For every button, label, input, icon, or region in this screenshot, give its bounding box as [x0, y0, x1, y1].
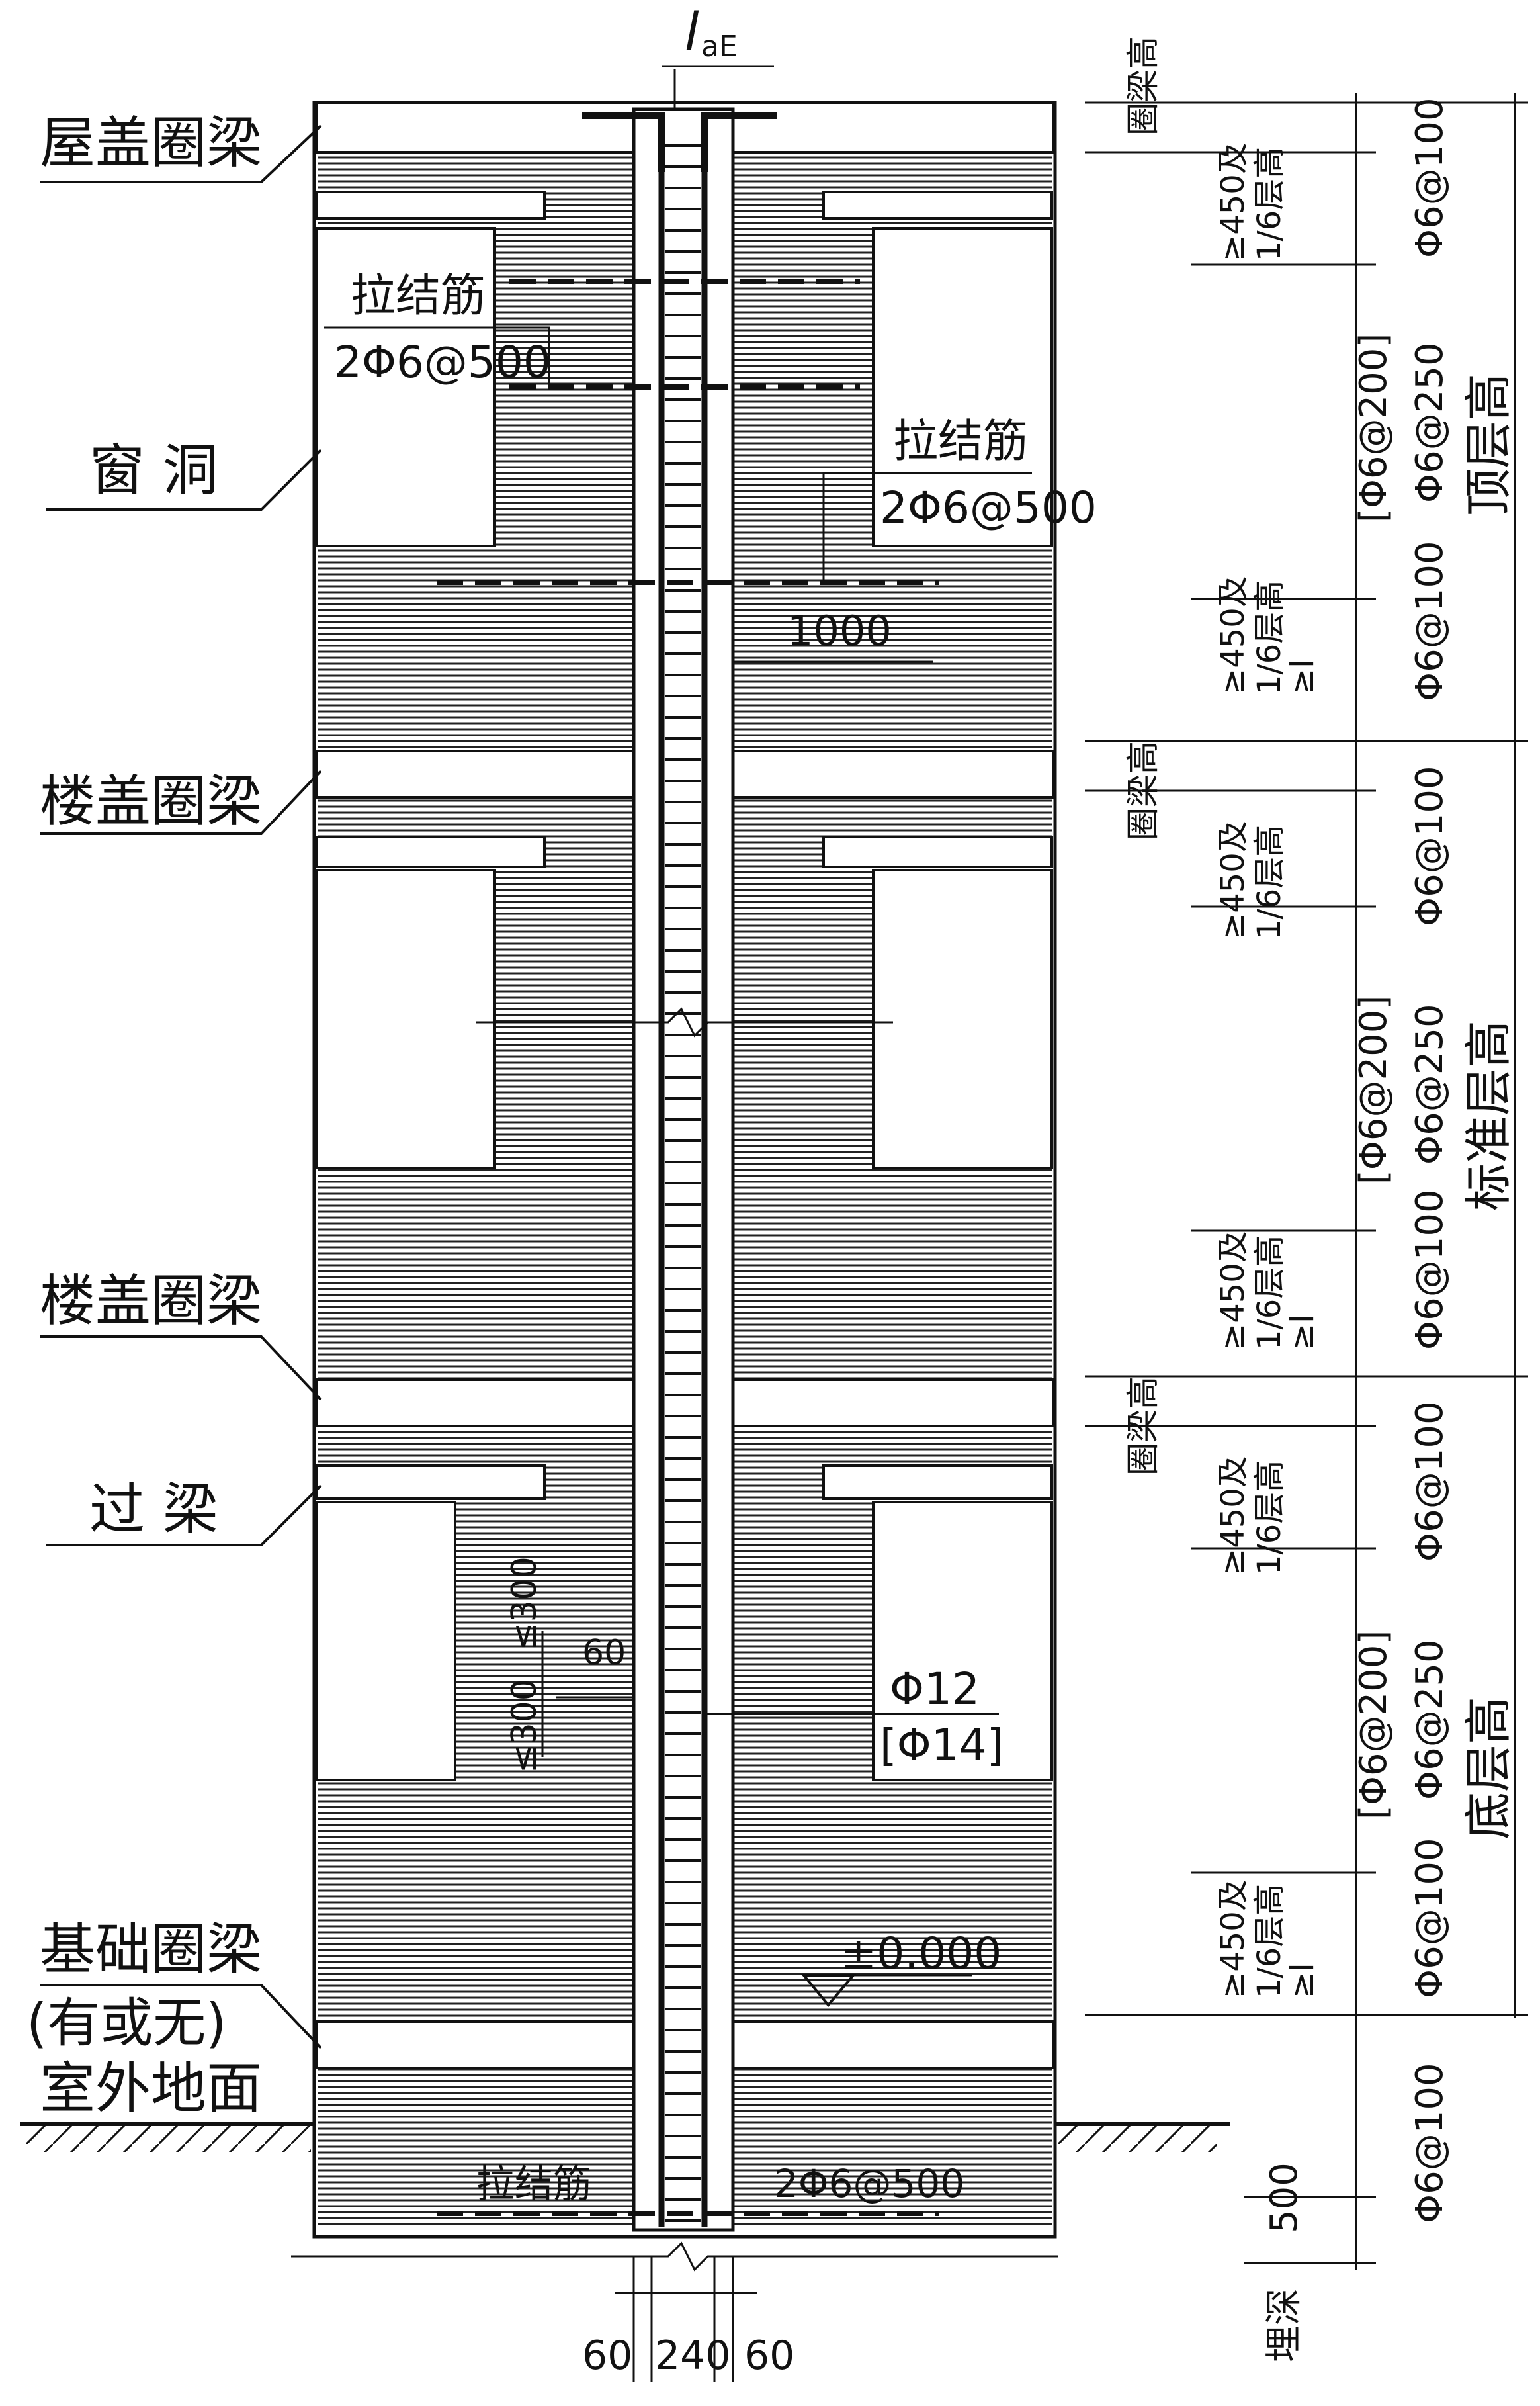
anchorage-symbol: l — [685, 3, 699, 62]
dim-300-text-a: ≤300 — [505, 1556, 544, 1651]
foundation-ring-beam-leader — [40, 1984, 322, 2049]
stirrup-dense-6: Φ6@100 — [1408, 1838, 1451, 1998]
densify-sixth-mid-b: 1/6层高 — [1251, 1235, 1288, 1350]
stirrup-dense-7: Φ6@100 — [1408, 2063, 1451, 2223]
lintel-mid-left — [315, 836, 546, 868]
floor-ring-beam-label-2: 楼盖圈梁 — [40, 1269, 262, 1333]
dim-60-right: 60 — [744, 2333, 794, 2379]
constructional-column — [632, 107, 735, 2232]
stirrup-normal-alt-1: [Φ6@200] — [1352, 334, 1395, 523]
densify-lie-bottom: ≥l — [1284, 1963, 1321, 1998]
stirrup-dense-3: Φ6@100 — [1408, 766, 1451, 926]
lintel-bottom-left — [315, 1464, 546, 1500]
window-opening-bottom-left — [315, 1501, 456, 1781]
ground-hatch-right — [1058, 2125, 1217, 2152]
right-dimension-column: 圈梁高 ≥450及 1/6层高 Φ6@100 Φ6@250 [Φ6@200] 顶… — [1085, 36, 1528, 2362]
densify-lie-mid: ≥l — [1284, 1314, 1321, 1350]
roof-ring-beam-leader — [40, 124, 322, 183]
tie-bar-spec-left: 2Φ6@500 — [334, 337, 551, 388]
tie-bar-leader-right — [822, 472, 830, 582]
window-opening-bottom-right — [872, 1501, 1053, 1781]
lintel-top-left — [315, 191, 546, 220]
wall-body — [291, 101, 1058, 2272]
densify-sixth-bottom: 1/6层高 — [1251, 1460, 1288, 1575]
lintel-top-right — [822, 191, 1053, 220]
ring-beam-height-top: 圈梁高 — [1124, 36, 1162, 136]
window-opening-leader — [46, 449, 322, 511]
dim-500: 500 — [1263, 2162, 1306, 2233]
densify-sixth-bottom-b: 1/6层高 — [1251, 1884, 1288, 1998]
stirrup-normal-3: Φ6@250 — [1408, 1639, 1451, 1800]
lintel-label: 过 梁 — [89, 1477, 218, 1542]
break-line-bottom — [291, 2241, 1058, 2272]
roof-ring-beam-label: 屋盖圈梁 — [40, 111, 262, 175]
break-line-mid — [476, 1007, 893, 1038]
dim-60-text: 60 — [582, 1633, 626, 1673]
anchor-hook-left — [582, 112, 665, 172]
densify-450-mid: ≥450及 — [1215, 821, 1252, 940]
burial-depth: 埋深 — [1263, 2288, 1306, 2362]
window-opening-label: 窗 洞 — [89, 438, 218, 503]
dim-60-left: 60 — [582, 2333, 632, 2379]
tie-bar-label-right: 拉结筋 — [893, 416, 1028, 468]
storey-top: 顶层高 — [1461, 373, 1516, 516]
window-opening-top-left — [315, 227, 496, 547]
stirrup-set — [665, 144, 701, 2222]
densify-450-bottom: ≥450及 — [1215, 1456, 1252, 1575]
anchorage-subscript: aE — [701, 30, 738, 64]
lintel-bottom-right — [822, 1464, 1053, 1500]
window-opening-mid-right — [872, 869, 1053, 1169]
floor-ring-beam-label-1: 楼盖圈梁 — [40, 769, 262, 834]
densify-sixth-mid: 1/6层高 — [1251, 825, 1288, 940]
ring-beam-height-mid: 圈梁高 — [1124, 741, 1162, 840]
densify-450-mid-b: ≥450及 — [1215, 1231, 1252, 1350]
tie-bar-label-bottom: 拉结筋 — [476, 2161, 591, 2206]
stirrup-normal-1: Φ6@250 — [1408, 342, 1451, 503]
stirrup-dense-5: Φ6@100 — [1408, 1401, 1451, 1562]
main-rebar-alt: [Φ14] — [880, 1720, 1004, 1771]
densify-450-bottom-b: ≥450及 — [1215, 1879, 1252, 1998]
floor-ring-beam-leader-2 — [40, 1335, 322, 1401]
tie-bar-spec-right: 2Φ6@500 — [880, 482, 1097, 533]
anchor-hook-right — [701, 112, 777, 172]
main-rebar-label: Φ12 — [890, 1664, 980, 1715]
lintel-leader — [46, 1484, 322, 1546]
ground-hatch-left — [26, 2125, 311, 2152]
level-text: ±0.000 — [840, 1928, 1002, 1979]
dim-1000-text: 1000 — [787, 607, 892, 655]
foundation-note: (有或无) — [26, 1992, 226, 2054]
stirrup-normal-alt-2: [Φ6@200] — [1352, 995, 1395, 1184]
floor-ring-beam-leader-1 — [40, 770, 322, 835]
stirrup-dense-4: Φ6@100 — [1408, 1189, 1451, 1350]
densify-lie-top: ≥l — [1284, 659, 1321, 695]
storey-standard: 标准层高 — [1461, 1020, 1516, 1211]
tie-bar-leader-left — [509, 326, 550, 387]
dim-300-text-b: ≤300 — [505, 1679, 544, 1773]
stirrup-normal-2: Φ6@250 — [1408, 1004, 1451, 1165]
densify-sixth-top-b: 1/6层高 — [1251, 580, 1288, 695]
lintel-mid-right — [822, 836, 1053, 868]
left-callouts: 屋盖圈梁 拉结筋 2Φ6@500 窗 洞 楼盖圈梁 楼盖圈梁 过 梁 基础圈梁 … — [26, 111, 551, 2121]
stirrup-normal-alt-3: [Φ6@200] — [1352, 1630, 1395, 1820]
tie-bar-label-left: 拉结筋 — [351, 270, 486, 322]
stirrup-dense-1: Φ6@100 — [1408, 97, 1451, 258]
densify-450-top: ≥450及 — [1215, 142, 1252, 261]
outdoor-ground-label: 室外地面 — [40, 2056, 262, 2121]
ring-beam-height-bottom: 圈梁高 — [1124, 1376, 1162, 1476]
tie-bar-spec-bottom: 2Φ6@500 — [774, 2161, 964, 2206]
ground — [20, 1974, 1230, 2152]
densify-450-top-b: ≥450及 — [1215, 576, 1252, 695]
window-opening-top-right — [872, 227, 1053, 547]
stirrup-dense-2: Φ6@100 — [1408, 541, 1451, 701]
inner-callouts: l aE 拉结筋 2Φ6@500 1000 Φ12 [Φ14] 60 ≤300 … — [476, 3, 1097, 2382]
densify-sixth-top: 1/6层高 — [1251, 147, 1288, 261]
window-opening-mid-left — [315, 869, 496, 1169]
storey-bottom: 底层高 — [1461, 1697, 1516, 1840]
foundation-ring-beam-label: 基础圈梁 — [40, 1917, 262, 1982]
dim-240: 240 — [655, 2333, 731, 2379]
